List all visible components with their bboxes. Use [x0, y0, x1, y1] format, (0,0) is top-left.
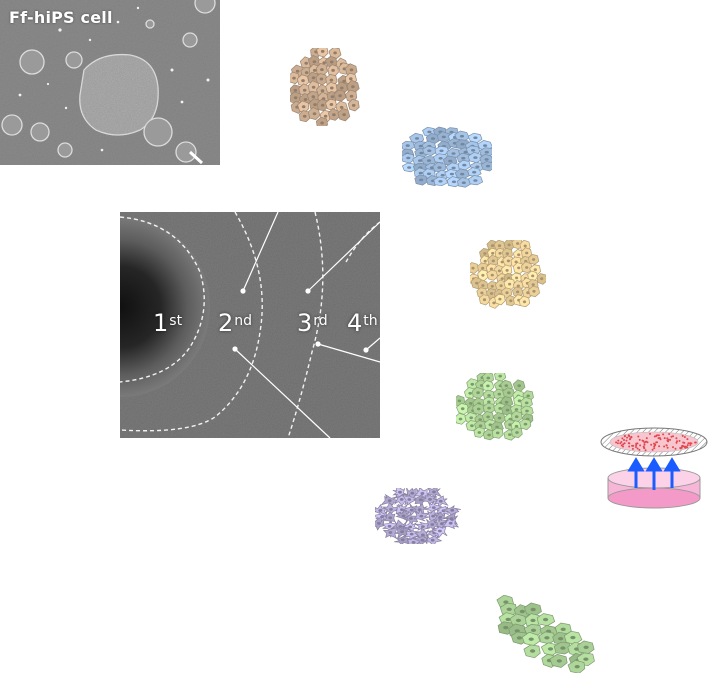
cell — [297, 74, 310, 87]
cell — [402, 162, 417, 173]
yellow-cell-cluster — [470, 240, 546, 309]
cell — [519, 418, 532, 431]
zone-label-2: 2nd — [218, 309, 253, 337]
cell — [333, 89, 347, 102]
cell — [375, 515, 389, 531]
epithelial-sheet — [496, 595, 595, 673]
cell — [315, 116, 328, 126]
cell — [427, 488, 443, 499]
cell — [423, 534, 443, 544]
cell — [337, 108, 351, 122]
cell — [577, 640, 595, 655]
ips-cell-label: Ff-hiPS cell — [9, 8, 113, 27]
cell — [505, 295, 517, 307]
cell — [523, 644, 541, 659]
arrow-up-icon — [627, 457, 681, 490]
cell — [422, 145, 437, 157]
cell — [402, 153, 416, 164]
culture-insert-dish — [600, 427, 708, 509]
cell — [492, 412, 507, 425]
cell — [441, 516, 459, 530]
cell — [494, 293, 506, 306]
zone-label-3: 3rd — [297, 309, 328, 337]
cell — [456, 403, 470, 415]
cell — [511, 426, 523, 439]
cell — [511, 240, 523, 250]
cell — [471, 386, 484, 399]
cell — [446, 176, 462, 188]
cell — [433, 176, 449, 187]
cell — [528, 286, 540, 298]
cell — [328, 48, 342, 60]
cell — [402, 140, 416, 151]
cell — [518, 295, 531, 308]
cell — [446, 148, 461, 159]
cell — [414, 174, 429, 186]
cell — [316, 48, 329, 58]
cell — [567, 659, 586, 673]
blue-cell-cluster — [402, 126, 492, 188]
cell — [392, 488, 408, 498]
cell — [467, 132, 483, 144]
ips-cell-micrograph — [0, 0, 220, 165]
zone-boundary-1 — [120, 216, 205, 383]
cell — [536, 613, 556, 627]
green-cell-cluster — [456, 373, 534, 441]
cell — [486, 269, 499, 281]
cell — [521, 261, 533, 274]
cell — [456, 413, 467, 425]
cell — [494, 373, 507, 382]
cell — [521, 247, 533, 259]
cell — [325, 81, 339, 95]
cell — [380, 493, 400, 506]
cell — [553, 641, 573, 655]
zone-label-1: 1st — [153, 309, 183, 337]
cell — [500, 264, 513, 276]
cell — [549, 653, 568, 668]
cell — [347, 98, 360, 112]
cell — [486, 240, 498, 251]
cell — [527, 254, 540, 265]
cell — [509, 613, 528, 628]
cell — [478, 294, 491, 306]
cell — [473, 426, 485, 438]
cell — [563, 630, 583, 645]
cell — [480, 161, 492, 172]
cell — [512, 379, 526, 392]
cell — [470, 262, 479, 274]
cell — [536, 273, 546, 285]
cell — [424, 500, 443, 514]
cell — [492, 427, 504, 439]
zone-label-4: 4th — [347, 309, 378, 337]
cell — [468, 175, 484, 186]
cell — [457, 159, 471, 171]
cell — [465, 420, 478, 432]
cell — [307, 106, 321, 120]
tan-cell-cluster — [290, 48, 360, 126]
cell — [394, 534, 411, 544]
cell — [503, 278, 516, 291]
cell — [431, 525, 448, 539]
cell — [432, 161, 447, 173]
cell — [328, 107, 340, 121]
purple-cell-cluster — [375, 488, 461, 544]
cell — [290, 71, 301, 85]
